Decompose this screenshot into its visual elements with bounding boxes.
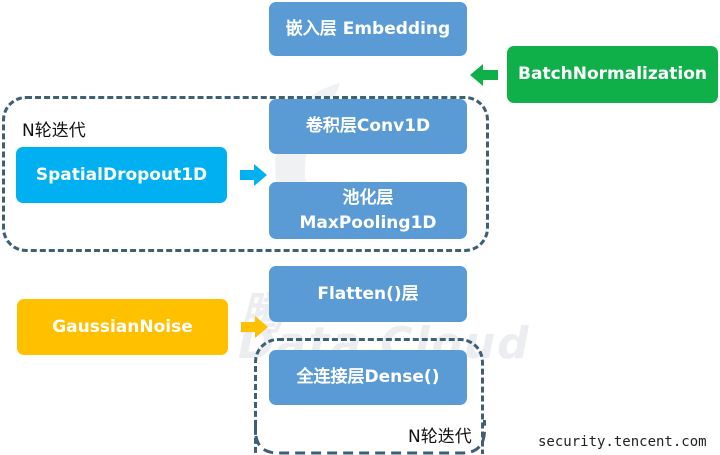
conv1d-layer-box: 卷积层Conv1D [269,99,467,154]
batchnorm-layer-box: BatchNormalization [507,46,718,103]
spatial-dropout-label: SpatialDropout1D [35,164,208,185]
batchnorm-layer-label: BatchNormalization [518,64,707,84]
source-caption: security.tencent.com [538,434,707,450]
embedding-layer-label: 嵌入层 Embedding [285,18,451,39]
iteration-loop-bottom [254,338,484,454]
flatten-layer-box: Flatten()层 [269,266,467,322]
pooling-layer-label-line2: MaxPooling1D [299,212,437,233]
dense-layer-label: 全连接层Dense() [296,367,440,387]
conv1d-layer-label: 卷积层Conv1D [305,116,431,136]
spatial-dropout-box: SpatialDropout1D [16,147,227,203]
iteration-loop-bottom-edge [254,420,486,455]
iteration-loop-top [2,96,489,252]
iteration-loop-top-label: N轮迭代 [22,121,86,141]
spatial-dropout-arrow [240,164,267,186]
dense-layer-box: 全连接层Dense() [269,350,467,405]
batchnorm-arrow [470,64,498,86]
gaussian-noise-arrow [241,316,268,338]
pooling-layer-box: 池化层 MaxPooling1D [269,182,467,239]
gaussian-noise-label: GaussianNoise [52,316,193,337]
gaussian-noise-box: GaussianNoise [17,299,228,355]
embedding-layer-box: 嵌入层 Embedding [269,2,467,56]
pooling-layer-label-line1: 池化层 [342,187,394,208]
flatten-layer-label: Flatten()层 [317,283,419,304]
iteration-loop-bottom-label: N轮迭代 [408,427,472,447]
